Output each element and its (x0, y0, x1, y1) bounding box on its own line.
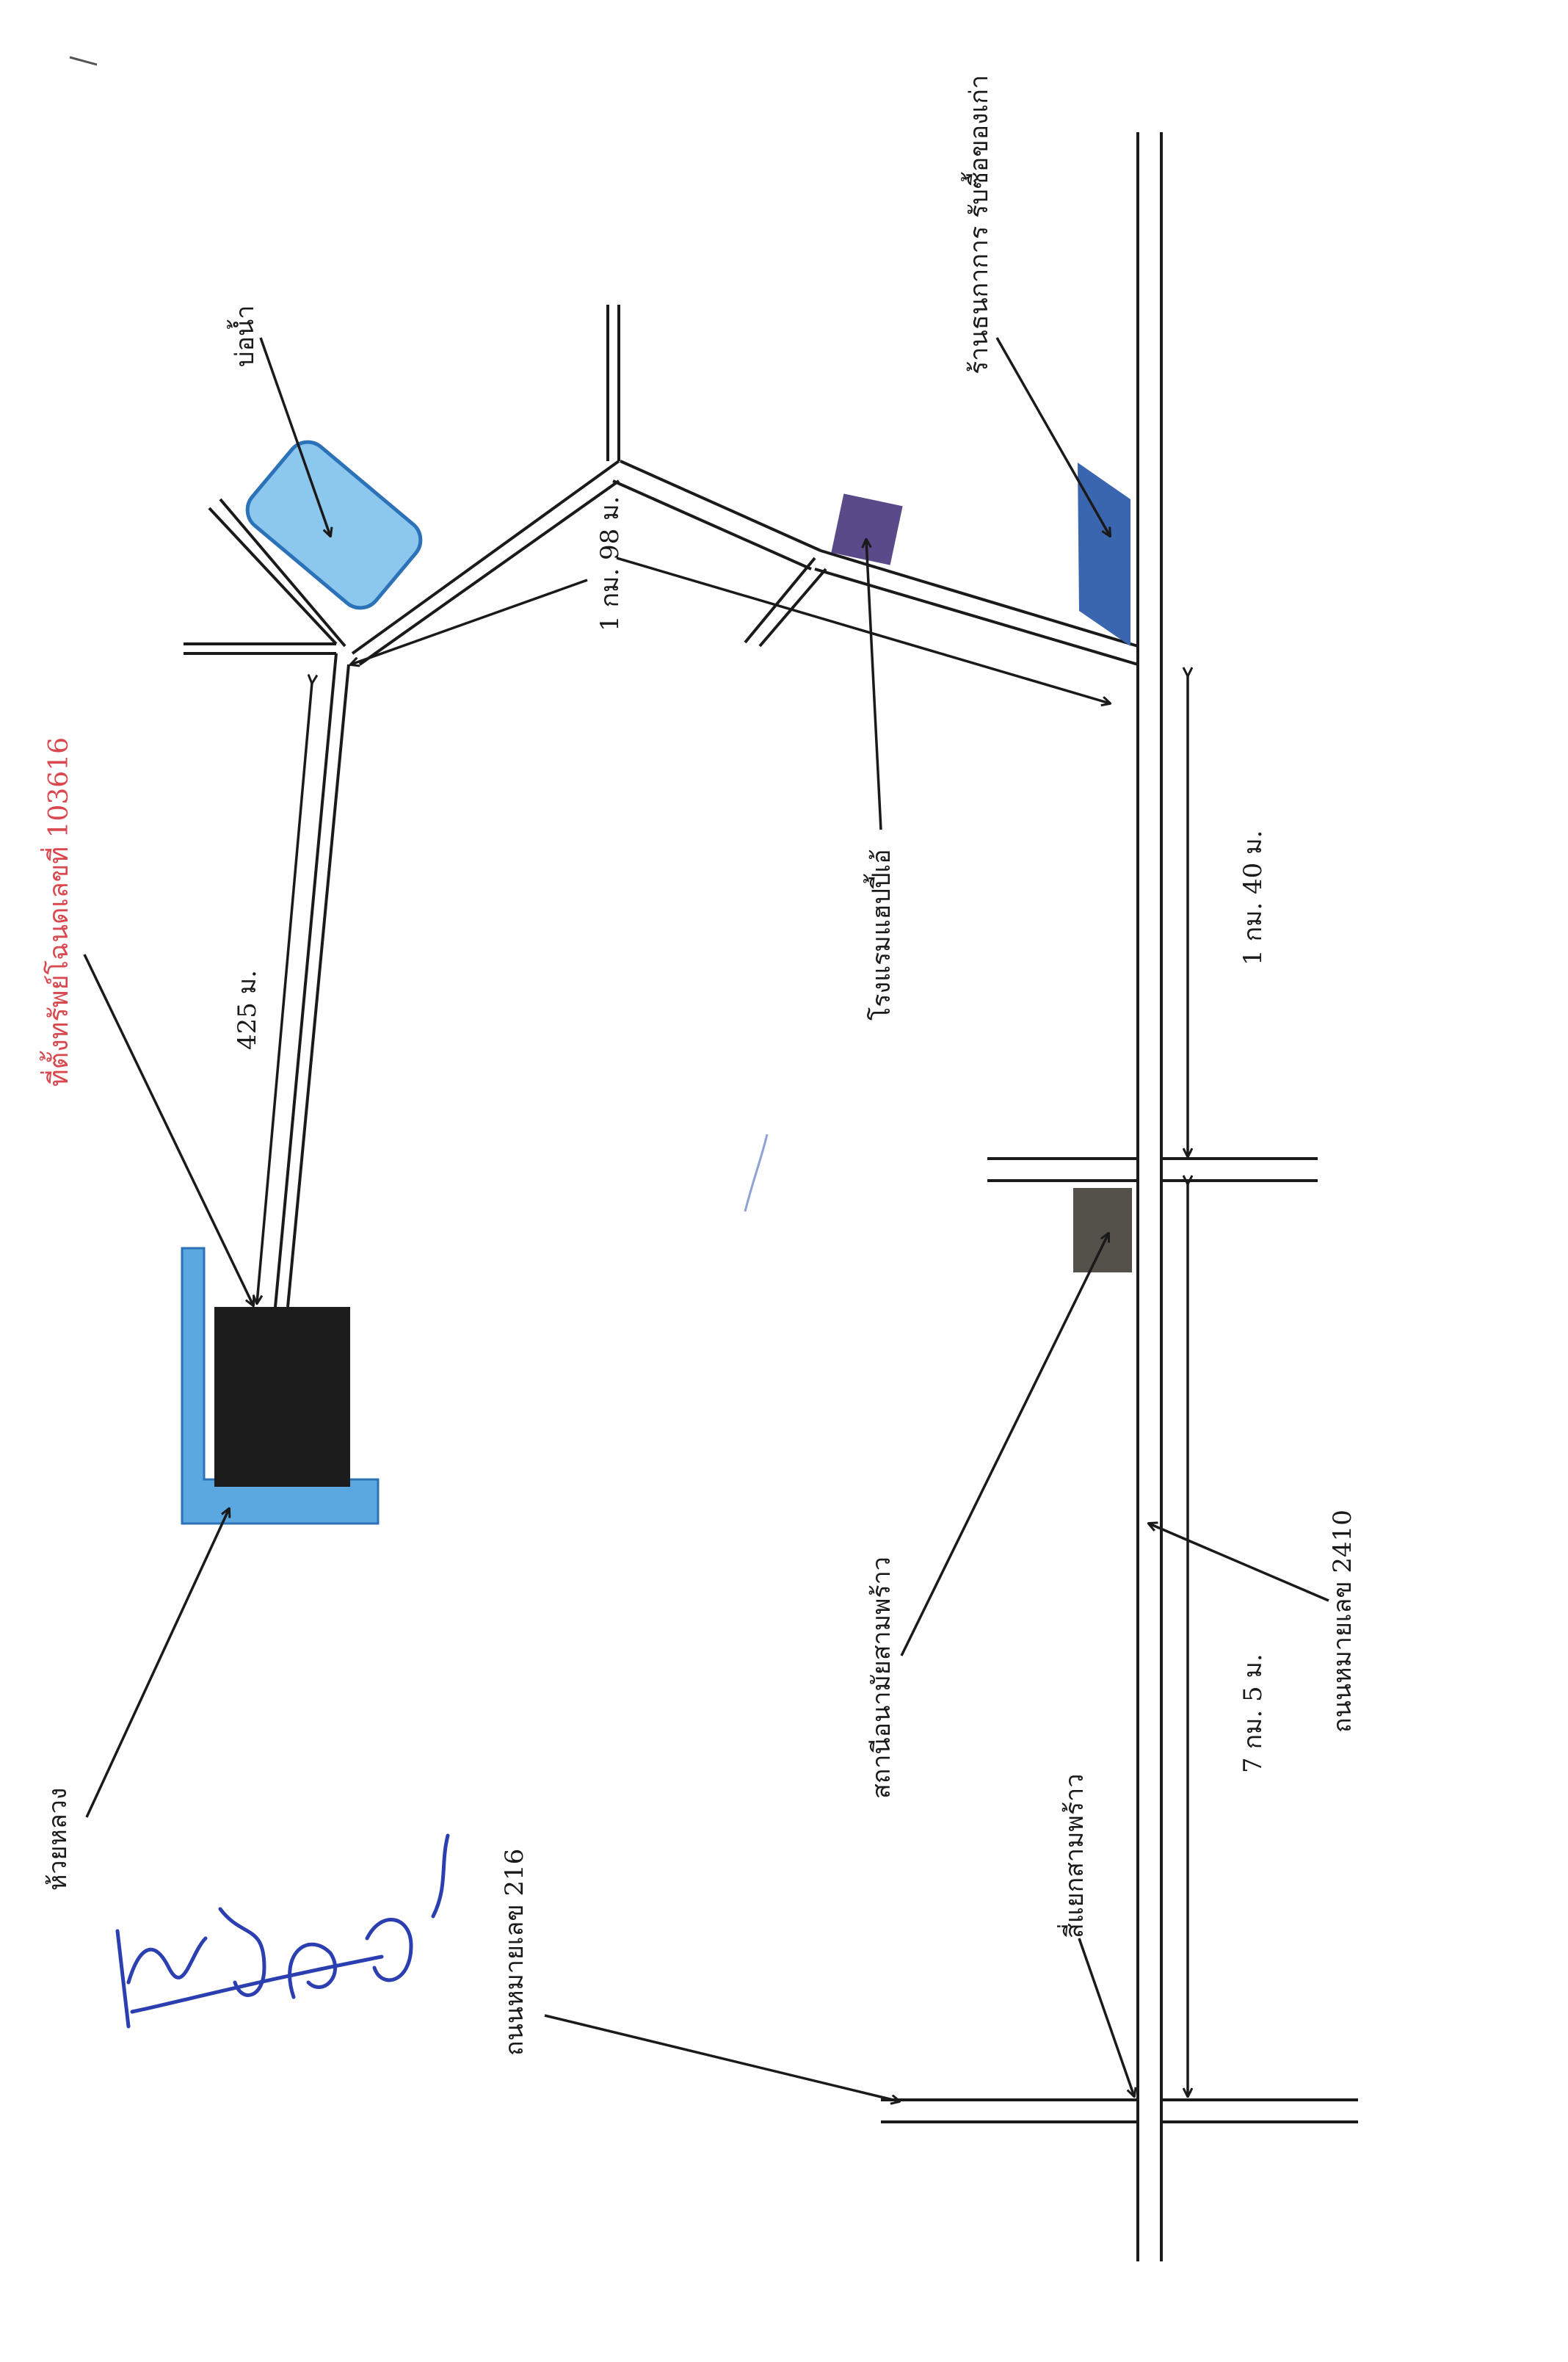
diagonal-road-edge-d (612, 479, 812, 570)
arrow-property (83, 954, 253, 1305)
stream-shape (181, 1247, 380, 1525)
scan-mark-2 (744, 1134, 769, 1212)
property-block (214, 1307, 350, 1487)
shop-shape (1078, 463, 1130, 646)
road-2410-label: ถนนหมายเลข 2410 (1328, 1510, 1357, 1733)
access-road-right (286, 664, 350, 1308)
health-station-shape (1073, 1188, 1132, 1272)
diagonal-road-edge-c (620, 460, 821, 552)
distance-1km98-label: 1 กม. 98 ม. (595, 496, 625, 631)
branch-road-a (744, 557, 816, 644)
pond-label: บ่อน้ำ (227, 305, 260, 367)
arrow-road-2410 (1149, 1524, 1329, 1602)
arrow-pond (259, 337, 330, 536)
pond-shape (245, 440, 423, 610)
pond-road-b (219, 498, 346, 648)
health-station-label: สถานีอนามัยสามพร้าว (867, 1557, 896, 1799)
junction-road-a (351, 460, 620, 655)
branch-road-b (758, 568, 827, 648)
arrow-huai-luang (85, 1509, 229, 1818)
distance-7km5-label: 7 กม. 5 ม. (1238, 1653, 1268, 1773)
property-label: ที่ตั้งทรัพย์โฉนดเลขที่ 103616 (39, 737, 74, 1087)
intersection-label: สี่แยกสามพร้าว (1057, 1774, 1089, 1938)
map-labels: ที่ตั้งทรัพย์โฉนดเลขที่ 103616 บ่อน้ำ 42… (39, 75, 1357, 2056)
huai-luang-label: ห้วยหลวง (43, 1788, 73, 1891)
arrow-shop (995, 337, 1110, 536)
hotel-shape (831, 493, 903, 565)
shop-label: ร้านธนกาการ รับซื้อของเก่า (961, 75, 994, 374)
junction-road-b (358, 479, 620, 666)
map-features (181, 440, 1132, 1525)
scan-mark (69, 56, 98, 66)
diagonal-road-edge-a (820, 549, 1139, 648)
distance-1km40-label: 1 กม. 40 ม. (1238, 830, 1268, 966)
arrow-health-station (900, 1233, 1108, 1656)
handwritten-signature (115, 1833, 450, 2029)
road-216-label: ถนนหมายเลข 216 (500, 1849, 529, 2056)
road-network (184, 132, 1358, 2261)
distance-425-label: 425 ม. (233, 970, 262, 1050)
arrow-1km98-a (351, 579, 588, 664)
arrow-intersection (1078, 1938, 1134, 2096)
arrow-hotel (866, 540, 882, 830)
arrows (83, 337, 1329, 2101)
arrow-425m (257, 683, 312, 1303)
arrow-road-216 (544, 2014, 899, 2101)
hotel-label: โรงแรมแฮปปี้เอ้ (863, 849, 896, 1021)
pond-road-a (208, 507, 338, 645)
arrow-1km98-b (616, 557, 1110, 703)
